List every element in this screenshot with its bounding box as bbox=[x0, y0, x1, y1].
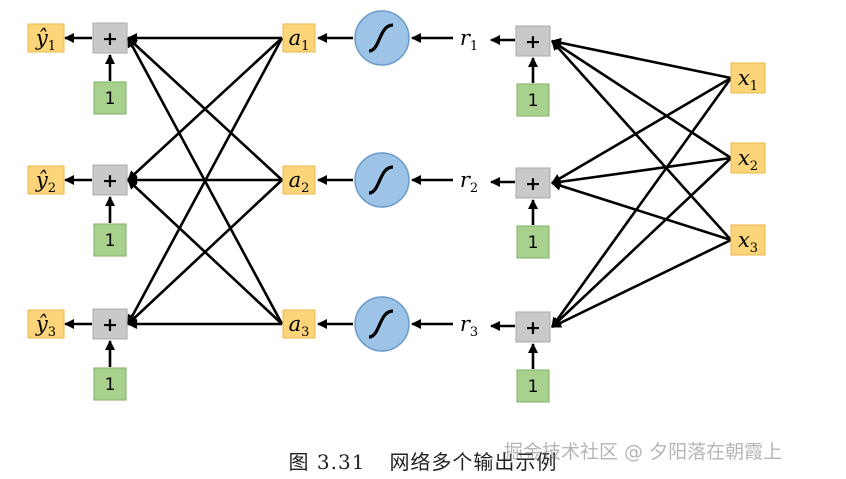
figure-caption: 图 3.31 网络多个输出示例 bbox=[0, 446, 846, 475]
output-sum-2 bbox=[92, 164, 128, 196]
hidden-label-3-subscript: 3 bbox=[301, 325, 309, 340]
output-label-1-symbol: ŷ bbox=[35, 26, 49, 50]
sigmoid-node-3 bbox=[354, 296, 410, 352]
sigmoid-node-2-curve-icon bbox=[368, 165, 394, 195]
edge-input-3-to-sum-2 bbox=[551, 180, 732, 242]
input-label-2: x2 bbox=[738, 146, 758, 174]
hidden-bias-2-value: 1 bbox=[528, 233, 539, 253]
edge-hidden-2-to-sum-1 bbox=[127, 37, 283, 181]
hidden-label-1-symbol: a bbox=[289, 26, 302, 50]
input-label-1-symbol: x bbox=[738, 66, 750, 90]
edge-hidden-3-to-sum-1 bbox=[126, 37, 284, 325]
hidden-label-1-box bbox=[282, 23, 316, 53]
preactivation-label-3: r3 bbox=[460, 312, 478, 340]
edge-input-2-to-sum-1 bbox=[551, 39, 732, 160]
hidden-label-2-box bbox=[282, 165, 316, 195]
output-sum-3 bbox=[92, 308, 128, 340]
hidden-label-3: a3 bbox=[289, 312, 310, 340]
hidden-label-1: a1 bbox=[289, 26, 310, 54]
hidden-bias-1 bbox=[516, 83, 550, 117]
output-label-2: ŷ2 bbox=[35, 168, 56, 196]
connection-layer bbox=[64, 33, 733, 369]
input-label-1: x1 bbox=[738, 66, 758, 94]
output-label-3: ŷ3 bbox=[35, 312, 56, 340]
output-sum-1-symbol: + bbox=[102, 28, 118, 50]
hidden-sum-2-symbol: + bbox=[525, 173, 541, 195]
output-label-1-box bbox=[27, 23, 65, 53]
hidden-sum-1-symbol: + bbox=[525, 31, 541, 53]
output-sum-2-symbol: + bbox=[102, 170, 118, 192]
caption-title: 网络多个输出示例 bbox=[389, 450, 558, 474]
edge-input-1-to-sum-3 bbox=[550, 77, 733, 328]
sigmoid-node-2 bbox=[354, 152, 410, 208]
hidden-label-2-subscript: 2 bbox=[301, 181, 309, 196]
output-label-2-symbol: ŷ bbox=[35, 168, 49, 192]
input-label-3-box bbox=[730, 224, 766, 256]
edge-input-2-to-sum-2 bbox=[551, 156, 732, 187]
output-label-1: ŷ1 bbox=[35, 26, 56, 54]
preactivation-label-1-subscript: 1 bbox=[470, 39, 478, 54]
output-sum-1 bbox=[92, 22, 128, 54]
hidden-label-3-box bbox=[282, 309, 316, 339]
output-label-3-symbol: ŷ bbox=[35, 312, 49, 336]
hidden-label-1-subscript: 1 bbox=[301, 39, 309, 54]
output-label-3-box bbox=[27, 309, 65, 339]
hidden-label-3-symbol: a bbox=[289, 312, 302, 336]
edge-input-3-to-sum-1 bbox=[551, 40, 732, 241]
output-bias-1-value: 1 bbox=[105, 89, 116, 109]
edge-input-1-to-sum-1 bbox=[551, 37, 732, 80]
input-label-3-subscript: 3 bbox=[750, 241, 758, 256]
input-label-1-box bbox=[730, 62, 766, 94]
output-bias-2 bbox=[93, 223, 127, 257]
edge-hidden-3-to-sum-2 bbox=[127, 179, 283, 325]
output-bias-3-value: 1 bbox=[105, 375, 116, 395]
hidden-label-2-symbol: a bbox=[289, 168, 302, 192]
hidden-sum-3-symbol: + bbox=[525, 317, 541, 339]
output-label-1-subscript: 1 bbox=[48, 39, 56, 54]
output-sum-3-symbol: + bbox=[102, 314, 118, 336]
hidden-sum-3 bbox=[515, 311, 551, 343]
preactivation-label-3-symbol: r bbox=[460, 312, 472, 336]
output-label-2-box bbox=[27, 165, 65, 195]
preactivation-label-3-subscript: 3 bbox=[470, 325, 478, 340]
input-label-2-subscript: 2 bbox=[750, 159, 758, 174]
sigmoid-node-1 bbox=[354, 10, 410, 66]
preactivation-label-2-symbol: r bbox=[460, 168, 472, 192]
preactivation-label-2-subscript: 2 bbox=[470, 181, 478, 196]
hidden-sum-2 bbox=[515, 167, 551, 199]
edge-input-1-to-sum-2 bbox=[551, 76, 732, 185]
input-label-1-subscript: 1 bbox=[750, 79, 758, 94]
hidden-bias-1-value: 1 bbox=[528, 91, 539, 111]
watermark: 掘金技术社区 @ 夕阳落在朝霞上 bbox=[504, 441, 783, 463]
hidden-bias-3-value: 1 bbox=[528, 377, 539, 397]
edge-input-2-to-sum-3 bbox=[551, 157, 732, 328]
output-label-3-subscript: 3 bbox=[48, 325, 56, 340]
output-bias-3 bbox=[93, 367, 127, 401]
hidden-bias-2 bbox=[516, 225, 550, 259]
input-label-3: x3 bbox=[738, 228, 758, 256]
input-label-3-symbol: x bbox=[738, 228, 750, 252]
preactivation-label-2: r2 bbox=[460, 168, 478, 196]
hidden-bias-3 bbox=[516, 369, 550, 403]
hidden-sum-1 bbox=[515, 25, 551, 57]
input-label-2-symbol: x bbox=[738, 146, 750, 170]
preactivation-label-1-symbol: r bbox=[460, 26, 472, 50]
preactivation-label-1: r1 bbox=[460, 26, 478, 54]
output-label-2-subscript: 2 bbox=[48, 181, 56, 196]
sigmoid-node-3-curve-icon bbox=[368, 309, 394, 339]
sigmoid-node-1-curve-icon bbox=[368, 23, 394, 53]
edge-input-3-to-sum-3 bbox=[551, 238, 732, 329]
output-bias-1 bbox=[93, 81, 127, 115]
output-bias-2-value: 1 bbox=[105, 231, 116, 251]
caption-figure-number: 图 3.31 bbox=[288, 450, 366, 474]
input-label-2-box bbox=[730, 142, 766, 174]
hidden-label-2: a2 bbox=[289, 168, 310, 196]
